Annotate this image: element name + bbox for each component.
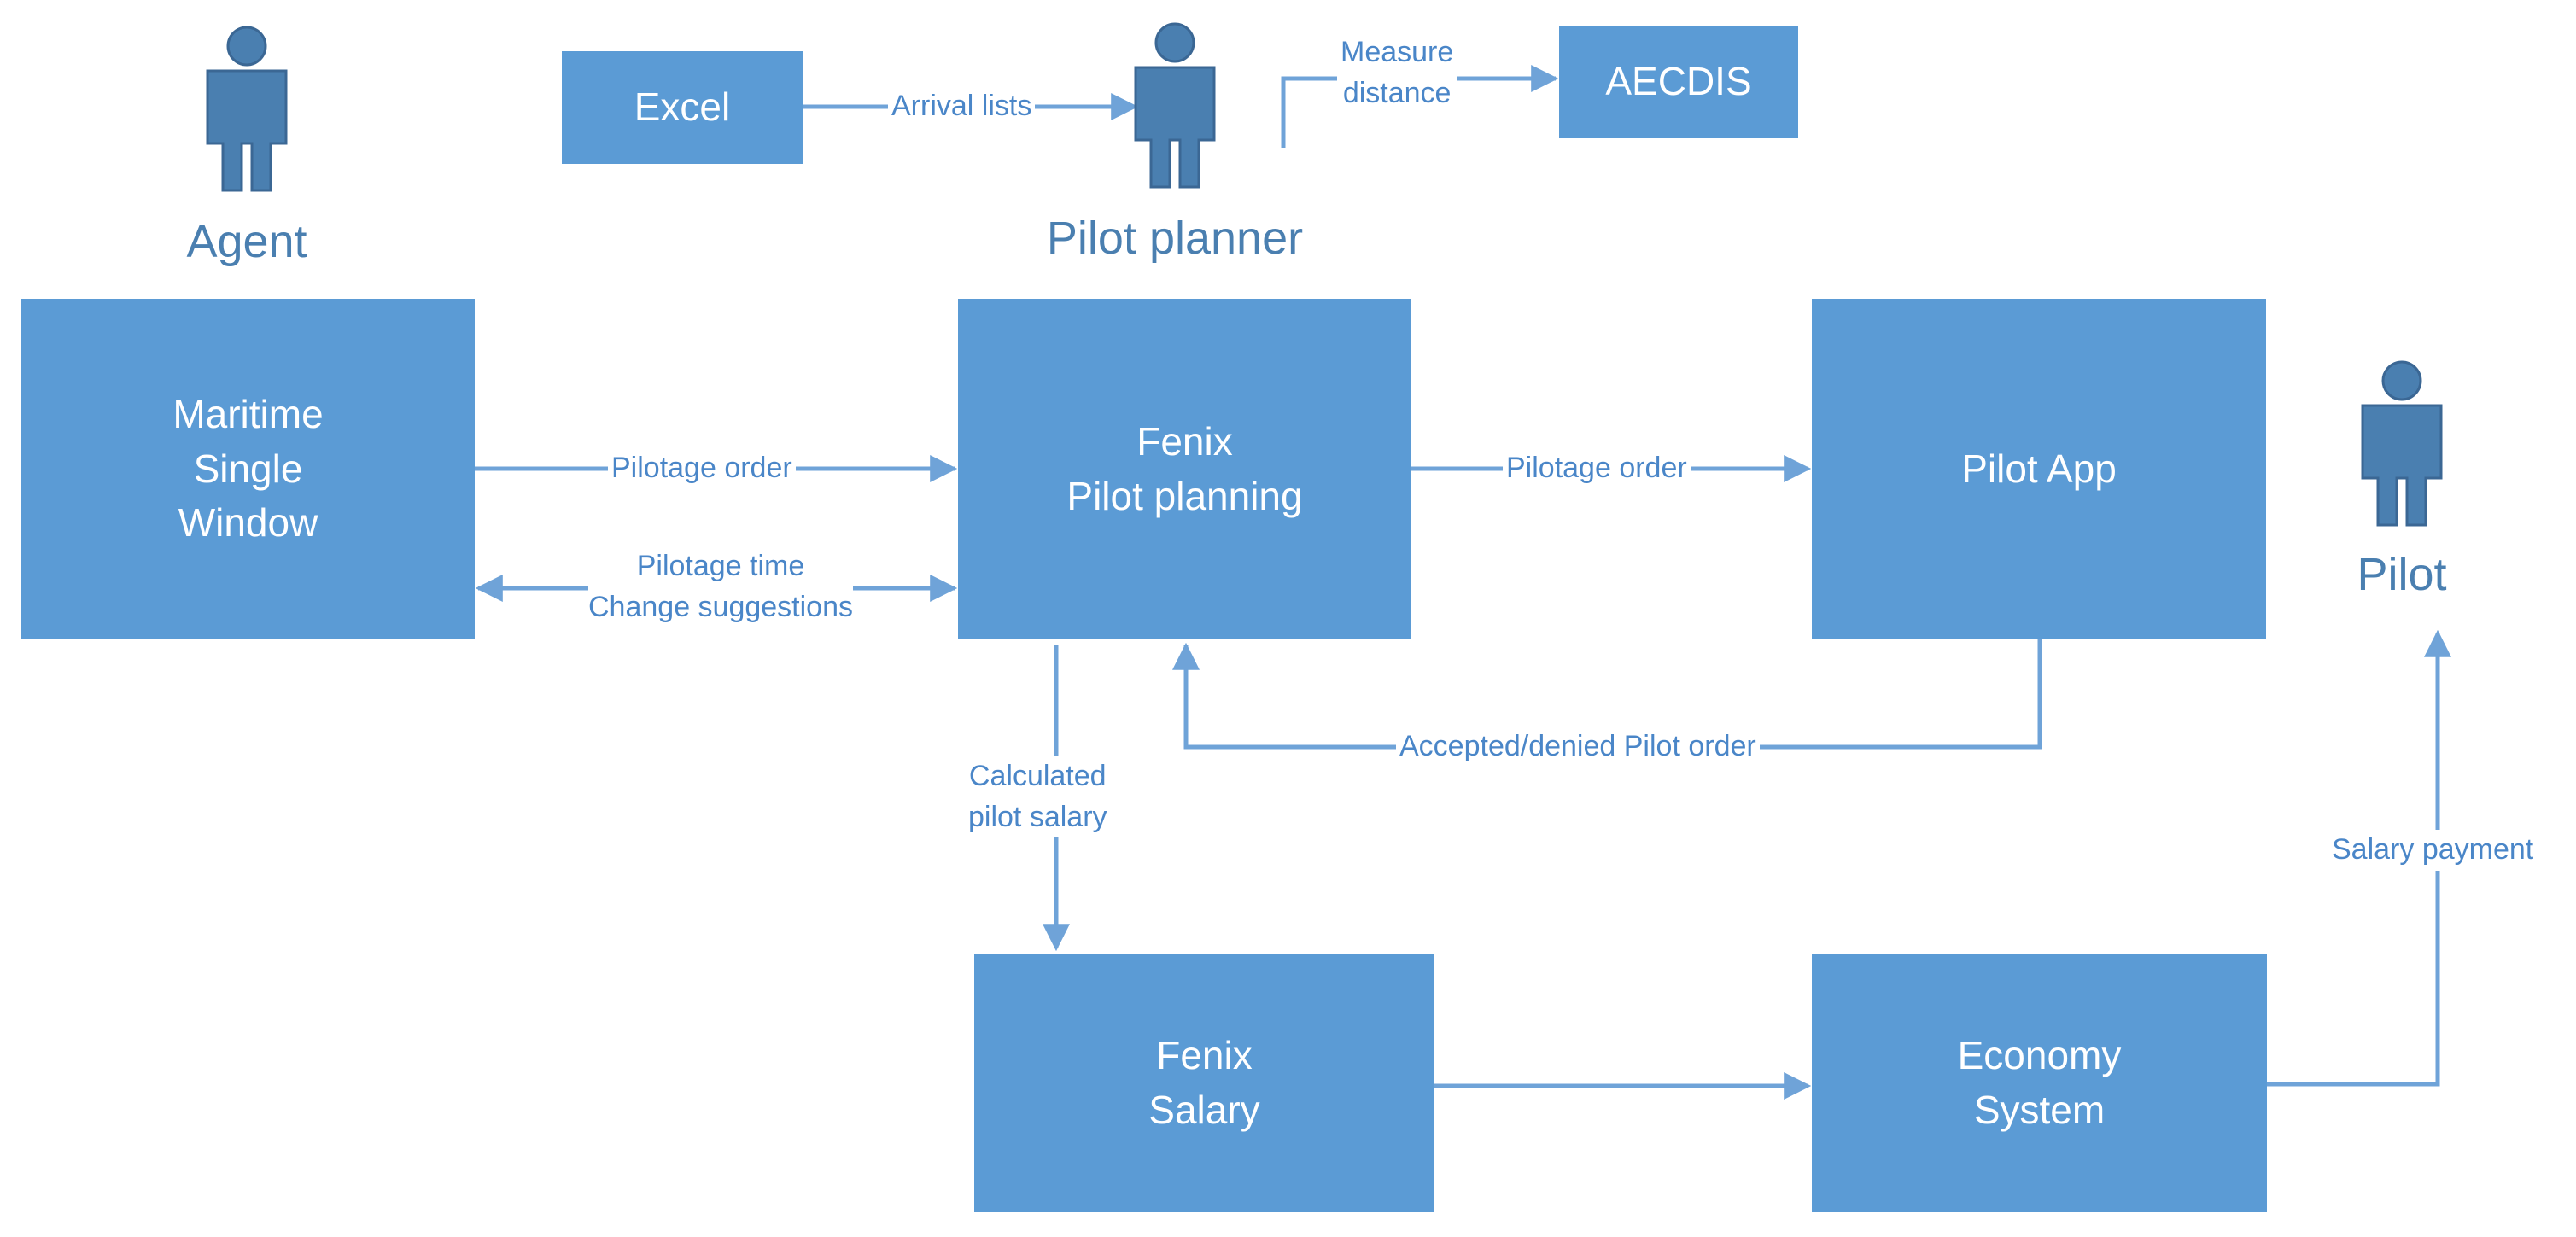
msw-line-1: Maritime	[172, 392, 324, 437]
edge-planner-to-aecdis	[1281, 65, 1559, 148]
fenix-salary-box: Fenix Salary	[974, 954, 1434, 1212]
economy-line-1: Economy	[1957, 1033, 2122, 1078]
calculated-salary-label: Calculated pilot salary	[965, 756, 1111, 838]
calculated-salary-line-1: Calculated	[968, 760, 1107, 792]
pilot-app-box: Pilot App	[1812, 299, 2266, 639]
msw-line-3: Window	[178, 500, 318, 546]
fenix-planning-line-1: Fenix	[1136, 419, 1233, 464]
economy-line-2: System	[1973, 1087, 2106, 1132]
aecdis-label: AECDIS	[1605, 59, 1752, 104]
pilot-actor-icon	[2361, 360, 2443, 527]
maritime-single-window-box: Maritime Single Window	[21, 299, 475, 639]
economy-system-box: Economy System	[1812, 954, 2267, 1212]
salary-payment-label: Salary payment	[2328, 830, 2538, 871]
pilot-planner-actor-icon	[1134, 22, 1216, 189]
change-suggestions-line: Change suggestions	[588, 586, 854, 628]
excel-box: Excel	[562, 51, 803, 164]
agent-label: Agent	[186, 216, 307, 267]
pilotage-order-app-label: Pilotage order	[1503, 448, 1691, 489]
excel-label: Excel	[634, 85, 731, 130]
pilotage-time-line: Pilotage time	[588, 546, 854, 587]
fenix-planning-line-2: Pilot planning	[1066, 473, 1303, 518]
aecdis-box: AECDIS	[1559, 26, 1798, 138]
fenix-pilot-planning-box: Fenix Pilot planning	[958, 299, 1411, 639]
fenix-salary-line-2: Salary	[1148, 1087, 1260, 1132]
calculated-salary-line-2: pilot salary	[968, 800, 1107, 833]
msw-line-2: Single	[193, 446, 303, 491]
measure-distance-line-1: Measure	[1341, 36, 1454, 68]
edge-economy-to-pilot-salary	[2267, 629, 2451, 1087]
measure-distance-line-2: distance	[1342, 76, 1452, 109]
agent-actor-icon	[206, 26, 288, 192]
pilotage-order-msw-label: Pilotage order	[608, 448, 796, 489]
accepted-denied-label: Accepted/denied Pilot order	[1396, 726, 1760, 767]
pilot-app-label: Pilot App	[1961, 446, 2117, 491]
arrival-lists-label: Arrival lists	[888, 86, 1036, 127]
pilot-planner-label: Pilot planner	[1046, 213, 1304, 264]
pilotage-time-label: Pilotage time Change suggestions	[585, 546, 856, 628]
measure-distance-label: Measure distance	[1337, 32, 1457, 114]
fenix-salary-line-1: Fenix	[1156, 1033, 1253, 1078]
pilot-label: Pilot	[2357, 549, 2447, 600]
